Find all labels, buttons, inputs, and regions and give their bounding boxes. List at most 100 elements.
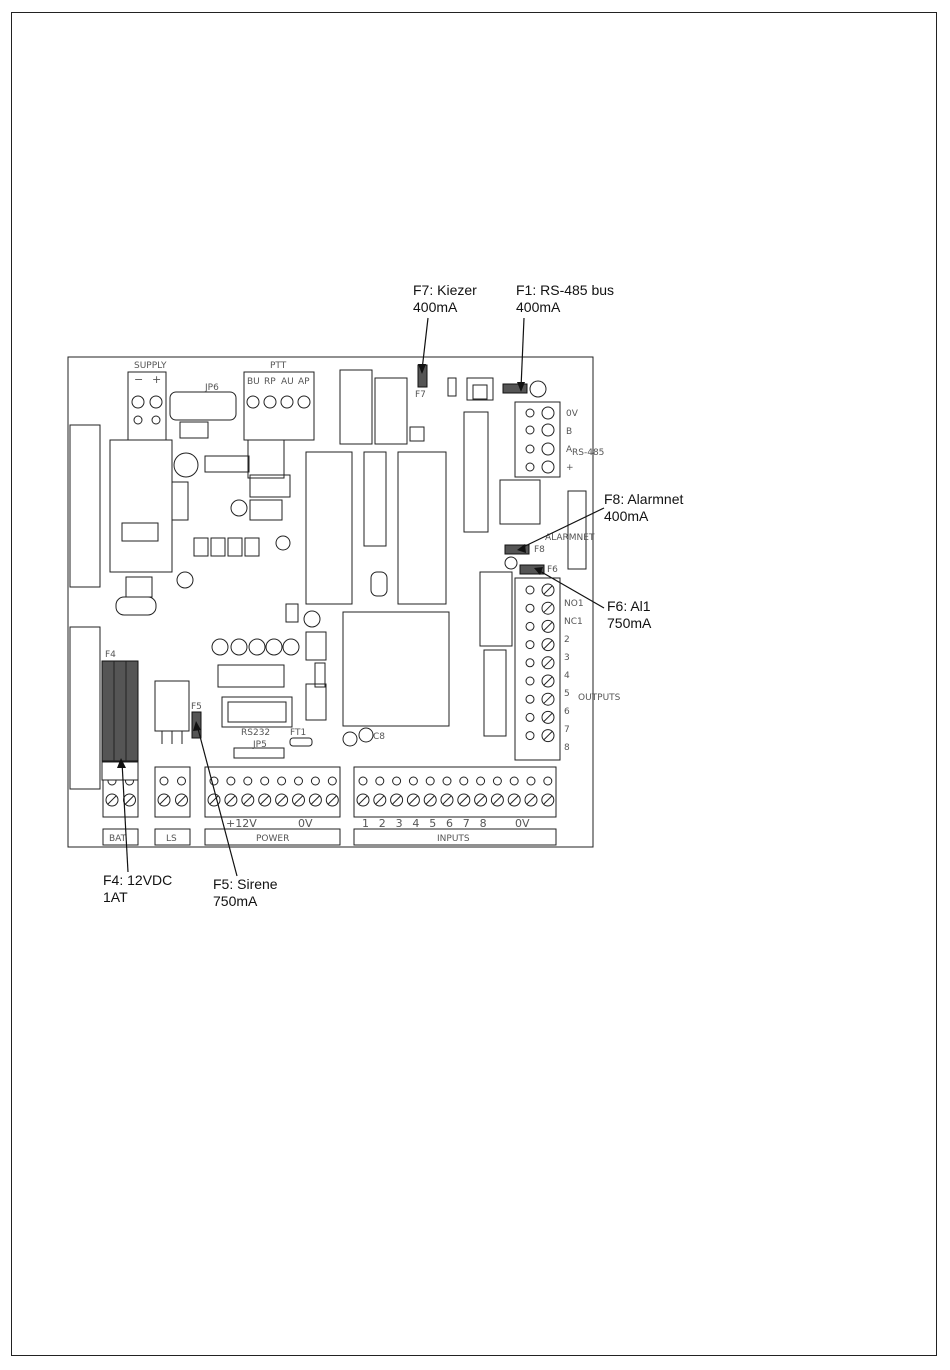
terminal-pin-hole (278, 777, 286, 785)
silk-bat: BAT (109, 834, 127, 844)
silk-ls: LS (166, 834, 177, 844)
silk-input-7: 7 (463, 817, 470, 830)
left-connector-top (70, 425, 100, 587)
silk-out-7: 7 (564, 725, 570, 735)
silk-f6: F6 (547, 565, 558, 575)
silk-rs485: RS-485 (572, 448, 604, 458)
terminal-pin-hole (295, 777, 303, 785)
output-pin-hole (526, 641, 534, 649)
silk-f7: F7 (415, 390, 426, 400)
main-module (343, 612, 449, 726)
terminal-pin-hole (443, 777, 451, 785)
output-pin-hole (526, 732, 534, 740)
terminal-pin-hole (527, 777, 535, 785)
silk-out-nc1: NC1 (564, 617, 583, 627)
terminal-pin-hole (178, 777, 186, 785)
silk-0v-inputs: 0V (515, 817, 530, 830)
silk-input-6: 6 (446, 817, 453, 830)
output-pin-hole (526, 677, 534, 685)
terminal-pin-hole (460, 777, 468, 785)
silk-input-4: 4 (412, 817, 419, 830)
callout-f5-title: F5: Sirene (213, 876, 278, 893)
silk-plus: + (152, 373, 161, 386)
silk-supply: SUPPLY (134, 361, 167, 371)
silk-inputs: INPUTS (437, 834, 470, 844)
silk-out-5: 5 (564, 689, 570, 699)
callout-f5-rating: 750mA (213, 893, 278, 910)
silk-ptt-au: AU (281, 377, 294, 387)
terminal-pin-hole (376, 777, 384, 785)
regulator (110, 440, 172, 572)
callout-f6-title: F6: Al1 (607, 598, 651, 615)
silk-jp6: JP6 (204, 383, 219, 393)
silk-input-3: 3 (396, 817, 403, 830)
callout-f4-rating: 1AT (103, 889, 172, 906)
terminal-pin-hole (359, 777, 367, 785)
callout-f7-title: F7: Kiezer (413, 282, 477, 299)
silk-outputs: OUTPUTS (578, 693, 621, 703)
silk-ptt: PTT (270, 361, 287, 371)
silk-rs485-b: B (566, 427, 572, 437)
output-pin-hole (526, 586, 534, 594)
output-pin-hole (526, 713, 534, 721)
silk-input-2: 2 (379, 817, 386, 830)
callout-f4-title: F4: 12VDC (103, 872, 172, 889)
callout-f6: F6: Al1 750mA (607, 598, 651, 632)
callout-f8-rating: 400mA (604, 508, 683, 525)
output-pin-hole (526, 622, 534, 630)
inputs-terminal (354, 767, 556, 817)
small-component (180, 422, 208, 438)
terminal-pin-hole (328, 777, 336, 785)
silk-rs485-a: A (566, 445, 573, 455)
terminal-pin-hole (409, 777, 417, 785)
relay-2 (375, 378, 407, 444)
leader-f1 (521, 318, 524, 388)
jp6-connector (170, 392, 236, 420)
callout-f1: F1: RS-485 bus 400mA (516, 282, 614, 316)
terminal-pin-hole (261, 777, 269, 785)
left-connector-bottom (70, 627, 100, 789)
silk-ft1: FT1 (290, 728, 306, 738)
silk-rs232: RS232 (241, 728, 270, 738)
silk-ptt-bu: BU (247, 377, 260, 387)
silk-alarmnet: ALARMNET (545, 533, 595, 543)
silk-c8: C8 (373, 732, 385, 742)
silk-input-8: 8 (480, 817, 487, 830)
terminal-pin-hole (227, 777, 235, 785)
regulator-tab (122, 523, 158, 541)
relay-1 (340, 370, 372, 444)
silk-out-2: 2 (564, 635, 570, 645)
callout-f4: F4: 12VDC 1AT (103, 872, 172, 906)
ic-1 (306, 452, 352, 604)
terminal-pin-hole (544, 777, 552, 785)
silk-rs485-plus: + (566, 463, 574, 473)
leader-f7 (422, 318, 428, 370)
terminal-pin-hole (244, 777, 252, 785)
callout-f5: F5: Sirene 750mA (213, 876, 278, 910)
silk-power: POWER (256, 834, 289, 844)
callout-f8-title: F8: Alarmnet (604, 491, 683, 508)
silk-input-1: 1 (362, 817, 369, 830)
silk-minus: − (134, 373, 143, 386)
silk-ptt-ap: AP (298, 377, 310, 387)
output-pin-hole (526, 695, 534, 703)
terminal-pin-hole (510, 777, 518, 785)
silk-out-no1: NO1 (564, 599, 584, 609)
silk-out-4: 4 (564, 671, 570, 681)
silk-rs485-0v: 0V (566, 409, 579, 419)
silk-f8: F8 (534, 545, 545, 555)
silk-out-6: 6 (564, 707, 570, 717)
terminal-pin-hole (160, 777, 168, 785)
callout-f1-title: F1: RS-485 bus (516, 282, 614, 299)
terminal-pin-hole (493, 777, 501, 785)
terminal-pin-hole (426, 777, 434, 785)
callout-f8: F8: Alarmnet 400mA (604, 491, 683, 525)
ic-3 (398, 452, 446, 604)
rs485-terminal (515, 402, 560, 477)
u12 (172, 482, 188, 520)
silk-out-3: 3 (564, 653, 570, 663)
ic-2 (364, 452, 386, 546)
callout-f6-rating: 750mA (607, 615, 651, 632)
power-terminal (205, 767, 340, 817)
